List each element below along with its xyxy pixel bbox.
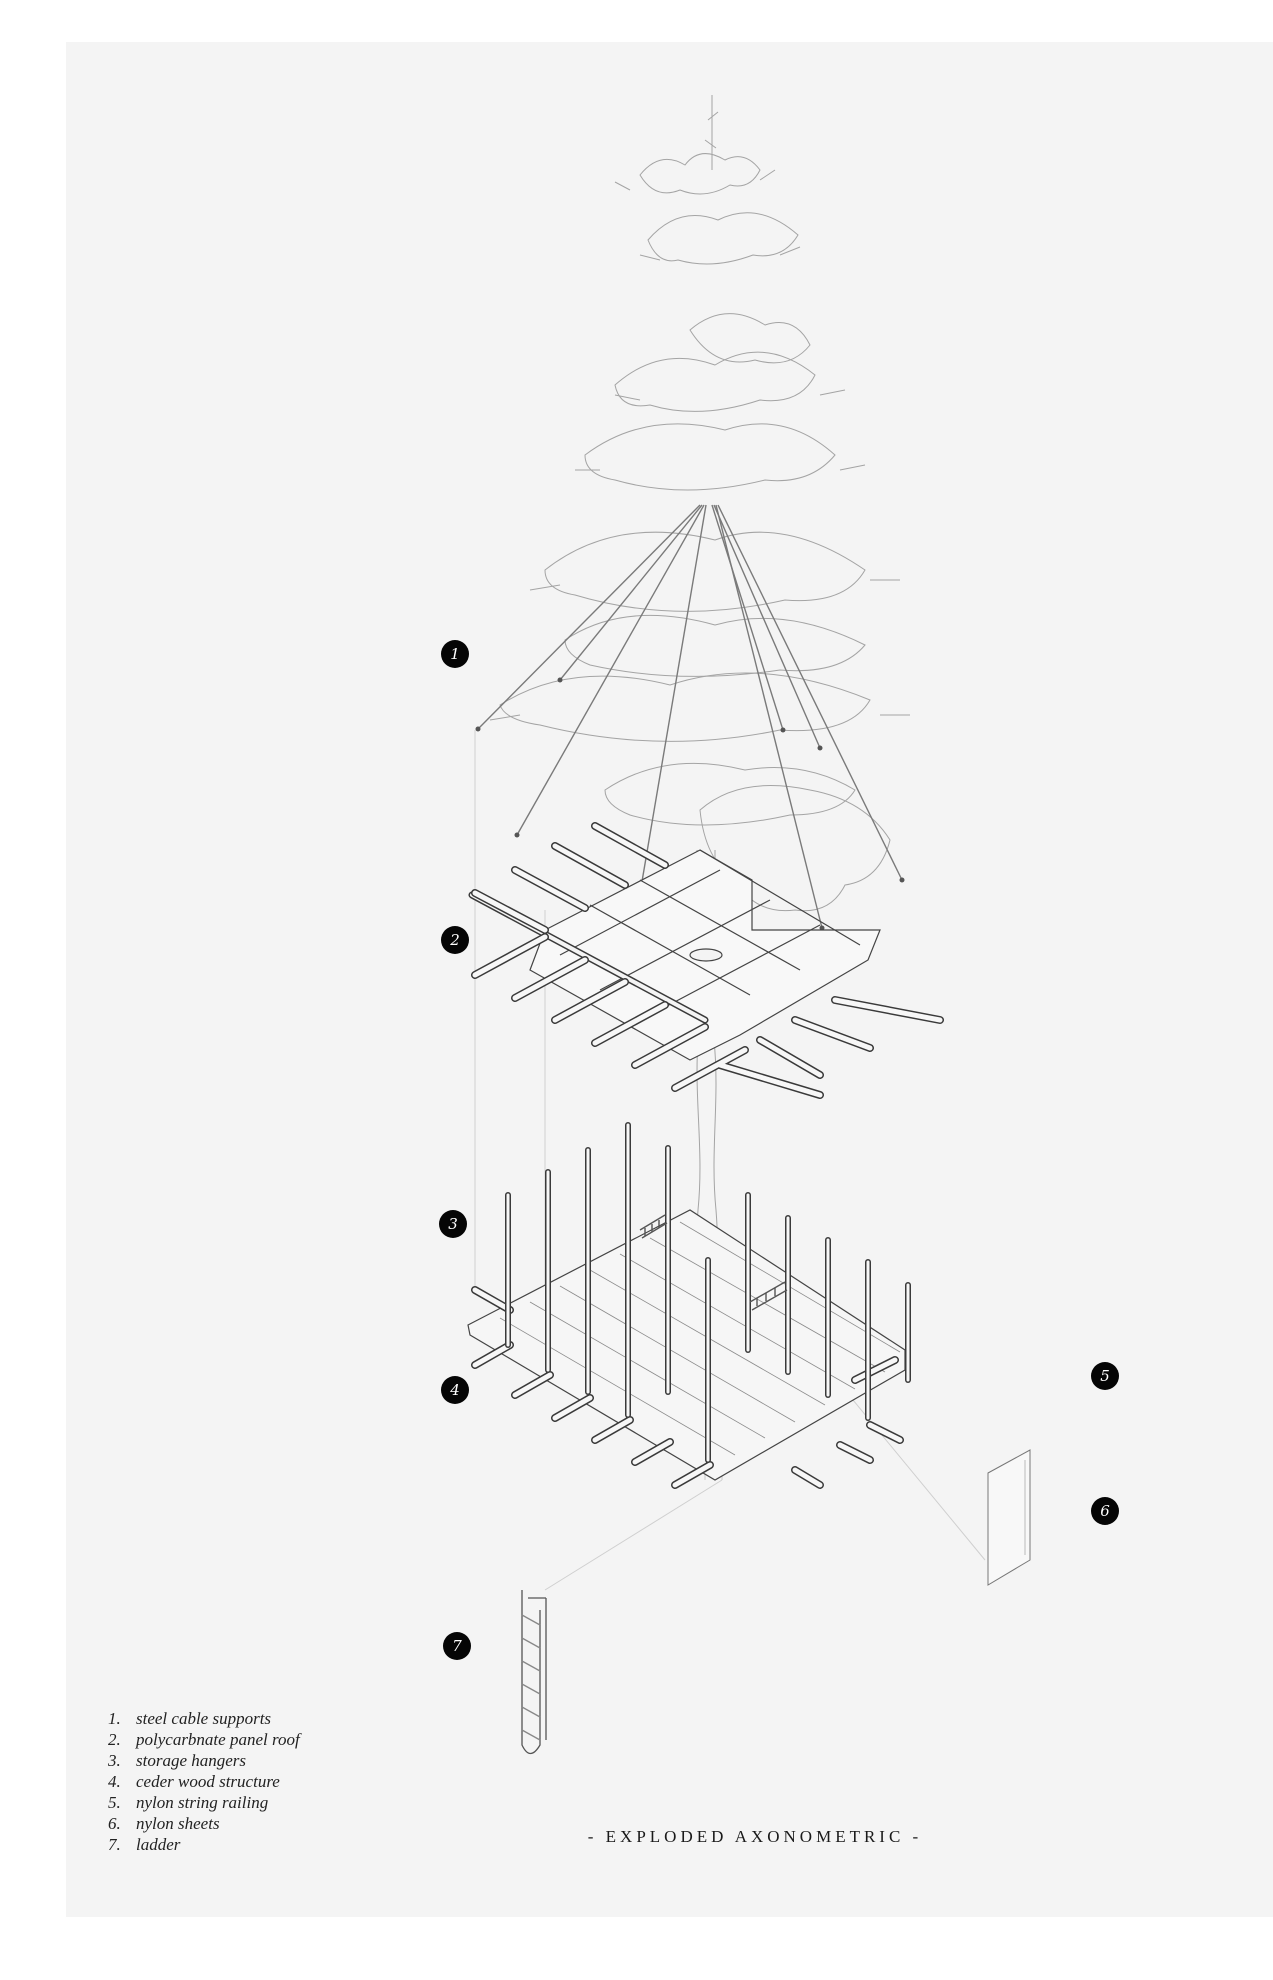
nylon-sheet	[987, 1449, 1031, 1586]
callout-7: 7	[443, 1632, 471, 1660]
legend-label: storage hangers	[136, 1751, 247, 1770]
legend-label: ceder wood structure	[136, 1772, 280, 1791]
legend-item: 6. nylon sheets	[108, 1813, 300, 1834]
legend-item: 5. nylon string railing	[108, 1792, 300, 1813]
drawing-title: - EXPLODED AXONOMETRIC -	[587, 1827, 923, 1846]
callout-3: 3	[439, 1210, 467, 1238]
legend-label: steel cable supports	[136, 1709, 272, 1728]
callout-5: 5	[1091, 1362, 1119, 1390]
cedar-wood-structure	[467, 1209, 906, 1481]
legend-item: 3. storage hangers	[108, 1750, 300, 1771]
legend-item: 1. steel cable supports	[108, 1708, 300, 1729]
polycarbonate-roof	[529, 849, 881, 1061]
legend-number: 6.	[108, 1814, 121, 1833]
storage-hangers	[639, 1214, 788, 1311]
legend-item: 4. ceder wood structure	[108, 1771, 300, 1792]
roof-beam-set	[471, 822, 944, 1099]
posts	[505, 1122, 911, 1463]
ladder	[521, 1590, 547, 1755]
deck-joists	[471, 1286, 904, 1489]
legend-number: 7.	[108, 1835, 121, 1854]
callout-4: 4	[441, 1376, 469, 1404]
legend-number: 1.	[108, 1709, 121, 1728]
legend-item: 2. polycarbnate panel roof	[108, 1729, 300, 1750]
legend-number: 4.	[108, 1772, 121, 1791]
legend-number: 2.	[108, 1730, 121, 1749]
steel-cable-supports	[475, 504, 905, 931]
callout-1: 1	[441, 640, 469, 668]
legend-label: polycarbnate panel roof	[136, 1730, 300, 1749]
legend-number: 3.	[108, 1751, 121, 1770]
callout-2: 2	[441, 926, 469, 954]
legend-label: ladder	[136, 1835, 181, 1854]
legend-label: nylon sheets	[136, 1814, 220, 1833]
legend: 1. steel cable supports 2. polycarbnate pa…	[108, 1708, 300, 1855]
callout-6: 6	[1091, 1497, 1119, 1525]
legend-label: nylon string railing	[136, 1793, 269, 1812]
legend-item: 7. ladder	[108, 1834, 300, 1855]
legend-number: 5.	[108, 1793, 121, 1812]
